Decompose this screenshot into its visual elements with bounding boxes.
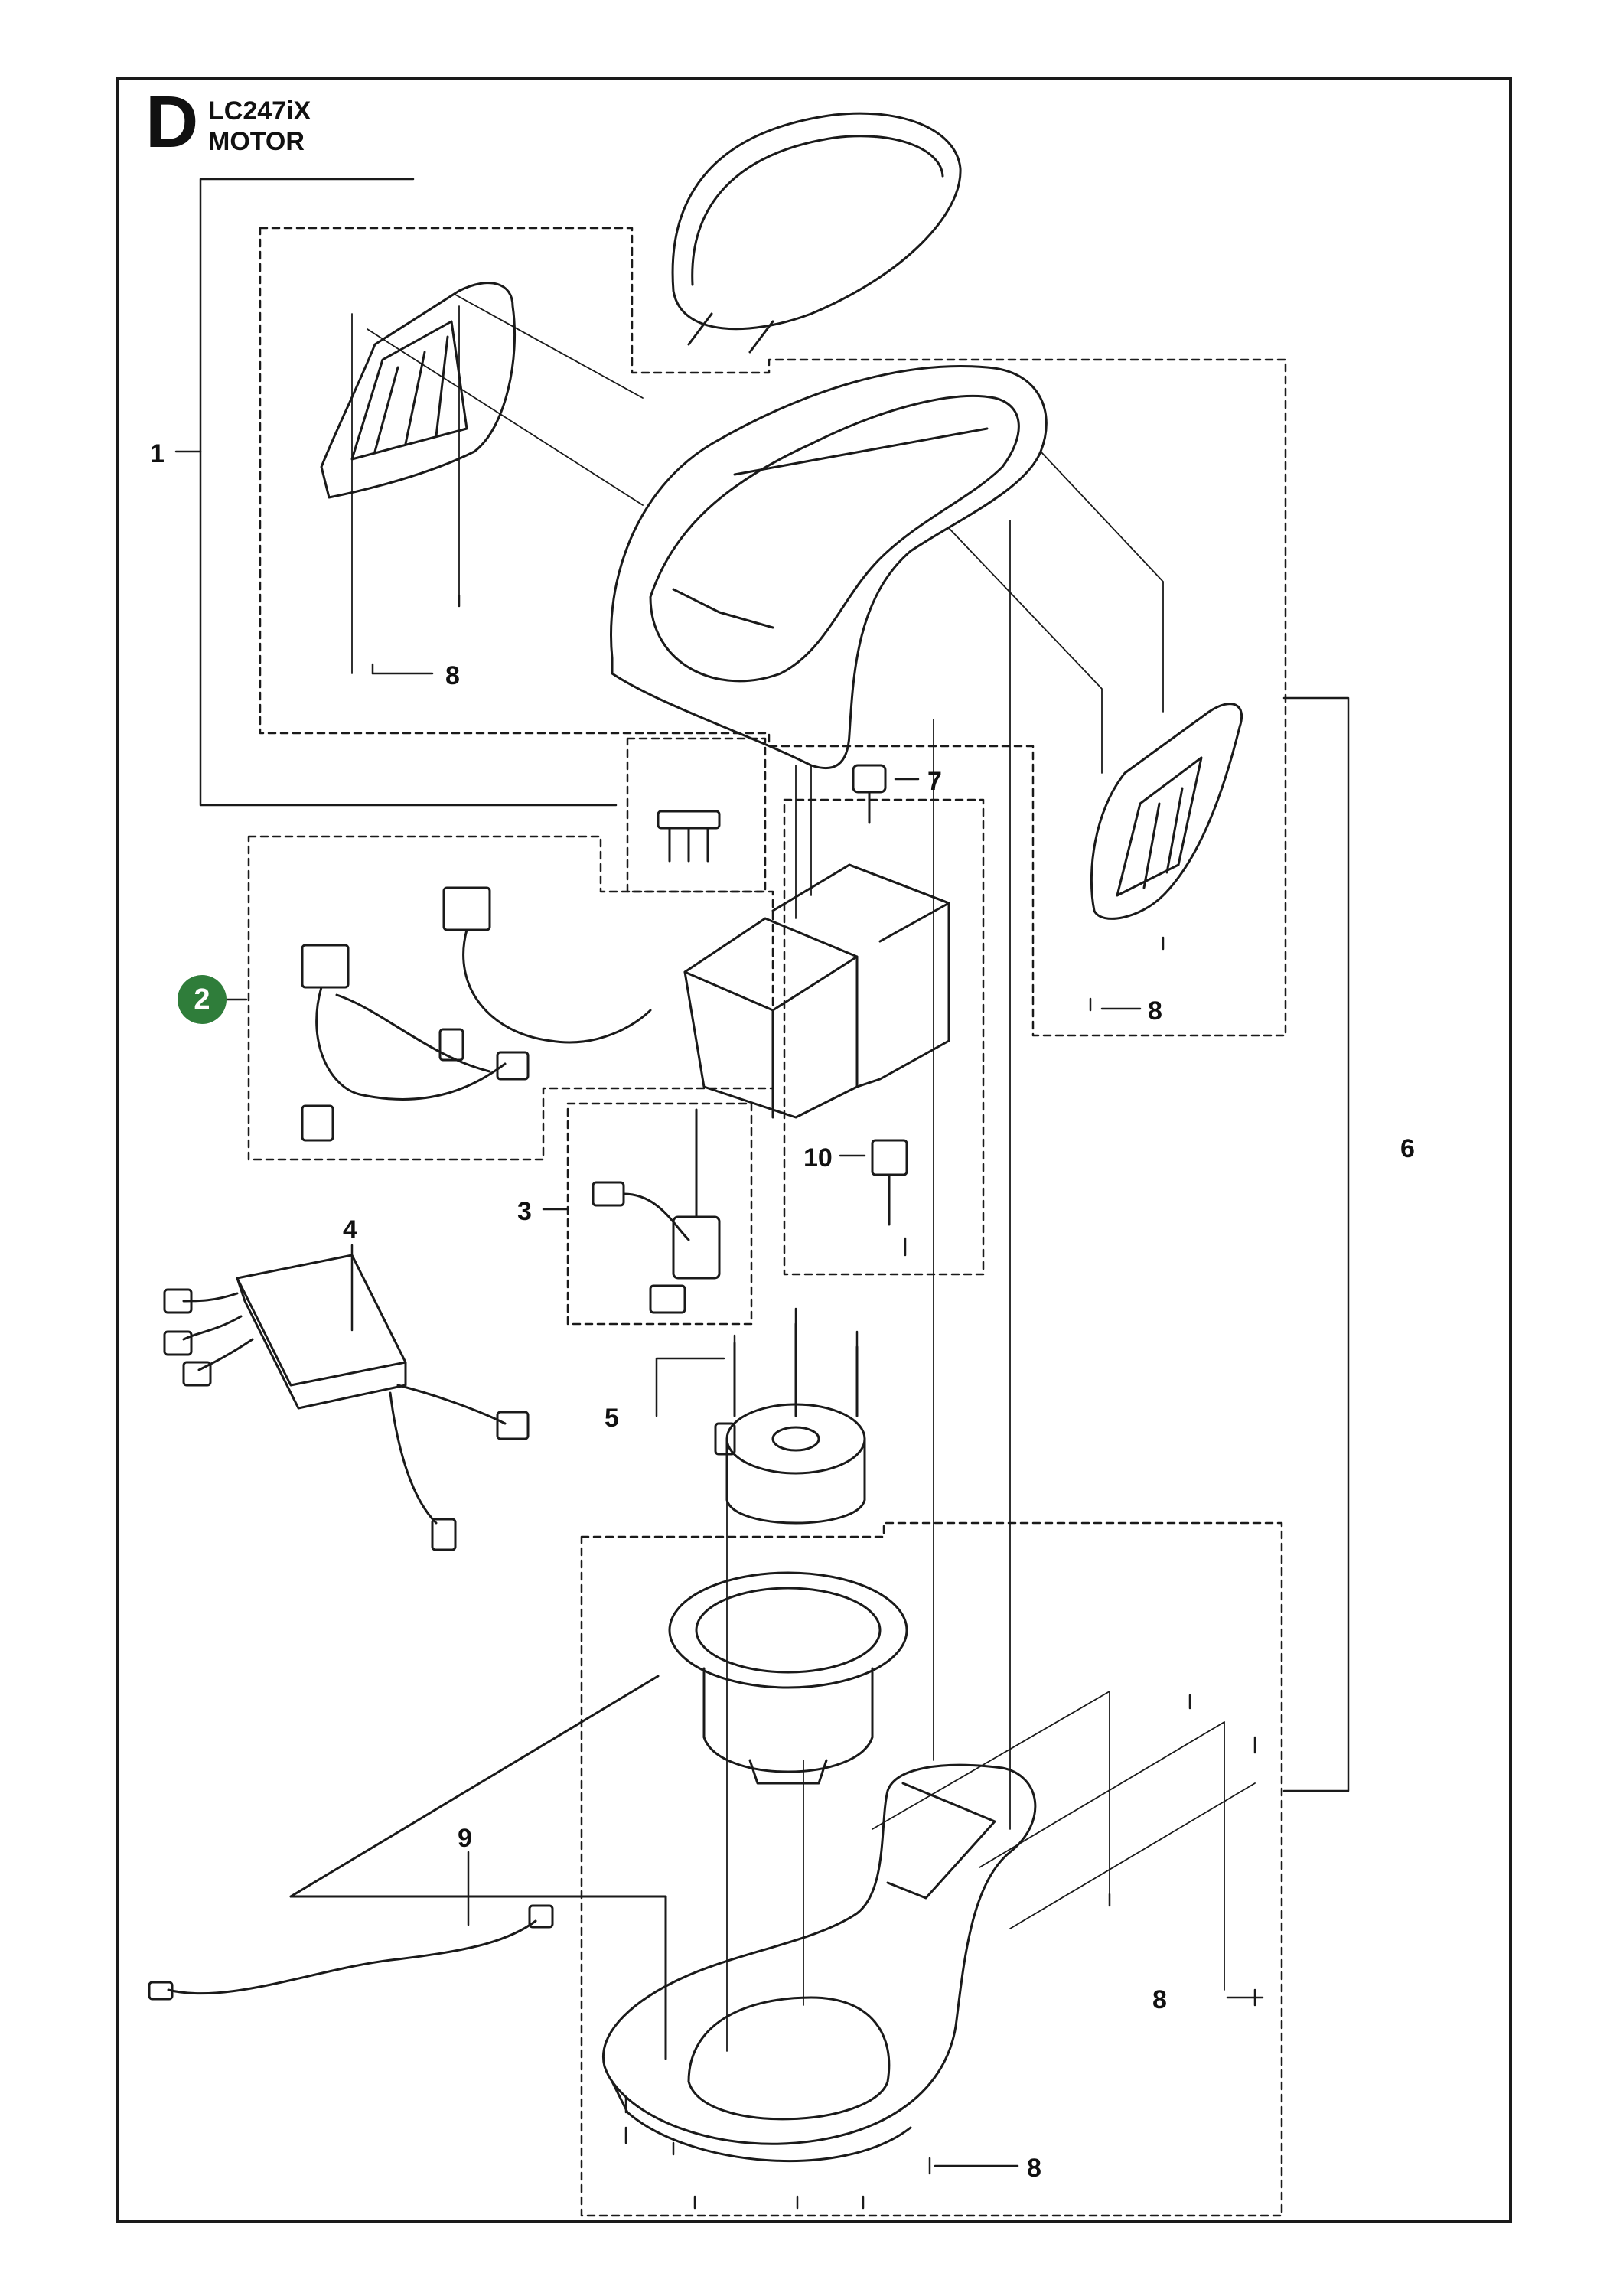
connector-7 xyxy=(852,764,887,824)
motor-mount xyxy=(668,1571,908,1785)
group-box-sensor-board xyxy=(566,1102,753,1326)
callout-5: 5 xyxy=(605,1404,619,1433)
screws xyxy=(371,594,1256,2210)
callout-2-highlighted: 2 xyxy=(178,975,227,1024)
group-box-battery-housing xyxy=(783,798,985,1276)
section-letter: D xyxy=(145,81,199,163)
group-box-top-cover xyxy=(259,227,1287,1037)
callout-1: 1 xyxy=(150,439,165,468)
callout-8-right-panel: 8 xyxy=(1148,996,1162,1026)
group-boxes xyxy=(247,227,1287,2217)
group-box-lower-chassis xyxy=(580,1521,1283,2217)
section-title: MOTOR xyxy=(208,127,305,156)
group-box-wiring-harness xyxy=(247,835,774,1161)
callout-8-top-left: 8 xyxy=(445,661,460,690)
main-body-shell xyxy=(610,364,1048,770)
callout-4: 4 xyxy=(343,1215,357,1244)
fuse-connectors xyxy=(657,810,721,863)
callout-7: 7 xyxy=(927,767,942,796)
callout-8-chassis-right: 8 xyxy=(1152,1985,1167,2014)
bracket-6 xyxy=(1282,696,1350,1792)
top-cover-lid xyxy=(671,112,962,354)
callout-9: 9 xyxy=(458,1824,472,1853)
wiring-harness xyxy=(301,886,652,1142)
callout-10: 10 xyxy=(803,1143,833,1172)
connector-10 xyxy=(871,1139,908,1226)
right-side-panel xyxy=(1090,703,1243,920)
cable-9 xyxy=(148,1675,667,2060)
page-frame xyxy=(116,77,1512,2223)
group-box-fuse-connectors xyxy=(626,737,767,893)
battery-housing xyxy=(683,863,950,1119)
left-side-panel xyxy=(320,282,516,499)
bracket-5 xyxy=(655,1357,725,1417)
control-unit xyxy=(163,1254,530,1551)
leader-lines xyxy=(174,178,1350,2167)
lower-chassis xyxy=(602,1763,1037,2163)
sensor-board xyxy=(592,1108,721,1314)
model-title: LC247iX xyxy=(208,96,311,126)
assembly-guide-lines xyxy=(351,294,1256,2052)
bracket-1 xyxy=(199,178,618,807)
callout-3: 3 xyxy=(517,1197,532,1226)
callout-8-chassis-bottom: 8 xyxy=(1027,2154,1041,2183)
motor xyxy=(714,1322,866,1525)
callout-6: 6 xyxy=(1400,1134,1415,1163)
